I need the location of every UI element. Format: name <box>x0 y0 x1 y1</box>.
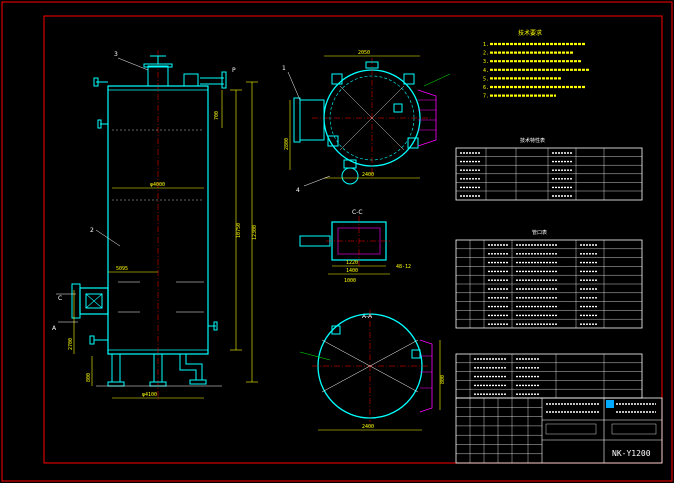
note-number: 1. <box>483 42 489 48</box>
label-2: 2 <box>90 227 94 234</box>
title-block: NK-Y1200 <box>455 353 663 464</box>
dim-nozzle-height: 2700 <box>68 338 74 350</box>
detail-title: C-C <box>352 209 363 216</box>
note-number: 3. <box>483 59 489 65</box>
plan-dim-left: 2800 <box>284 138 290 150</box>
tech-table: 技术特性表 <box>455 137 643 201</box>
nozzle-table: 管口表 <box>455 229 643 329</box>
tech-table-title: 技术特性表 <box>520 137 545 144</box>
label-c: C <box>58 295 62 302</box>
plan-label-4: 4 <box>296 187 300 194</box>
dim-height-total: 12300 <box>252 225 258 240</box>
plan-dim-bottom: 2400 <box>362 172 374 178</box>
dim-leg: 800 <box>86 373 92 382</box>
dim-base: φ4100 <box>142 392 157 398</box>
detail-dim-b: 1400 <box>346 268 358 274</box>
detail-view-cc: C-C 1220 1400 48-12 1000 <box>299 209 411 284</box>
detail-dim-c: 48-12 <box>396 264 411 270</box>
section-dim-right: 800 <box>440 375 446 384</box>
dim-diameter: φ4000 <box>150 182 165 188</box>
section-dim-bottom: 2400 <box>362 424 374 430</box>
drawing-code: NK-Y1200 <box>612 449 651 458</box>
dim-side: 5095 <box>116 266 128 272</box>
notes-heading: 技术要求 <box>518 29 542 37</box>
dim-height-shell: 10750 <box>236 223 242 238</box>
note-number: 4. <box>483 68 489 74</box>
note-number: 6. <box>483 85 489 91</box>
section-view-aa: A-A 2400 800 <box>299 310 446 431</box>
top-manway <box>147 65 169 87</box>
section-title: A-A <box>362 313 373 320</box>
front-view: φ4000 12300 10750 700 2700 5095 800 φ410… <box>52 50 258 400</box>
label-a: A <box>52 325 57 332</box>
detail-dim-d: 1000 <box>344 278 356 284</box>
label-p: P <box>232 67 236 74</box>
plan-dim-top: 2050 <box>358 50 370 56</box>
note-number: 7. <box>483 94 489 100</box>
plan-label-1: 1 <box>282 65 286 72</box>
note-number: 5. <box>483 76 489 82</box>
plan-view: 2050 2400 2800 4 1 <box>282 50 451 194</box>
note-number: 2. <box>483 51 489 57</box>
label-3: 3 <box>114 51 118 58</box>
technical-notes: 技术要求 1. 2. 3. 4. 5. 6. 7. <box>483 29 590 100</box>
sheet-inner-border <box>43 15 663 464</box>
dim-top: 700 <box>214 111 220 120</box>
detail-dim-a: 1220 <box>346 260 358 266</box>
nozzle-table-title: 管口表 <box>532 229 547 236</box>
